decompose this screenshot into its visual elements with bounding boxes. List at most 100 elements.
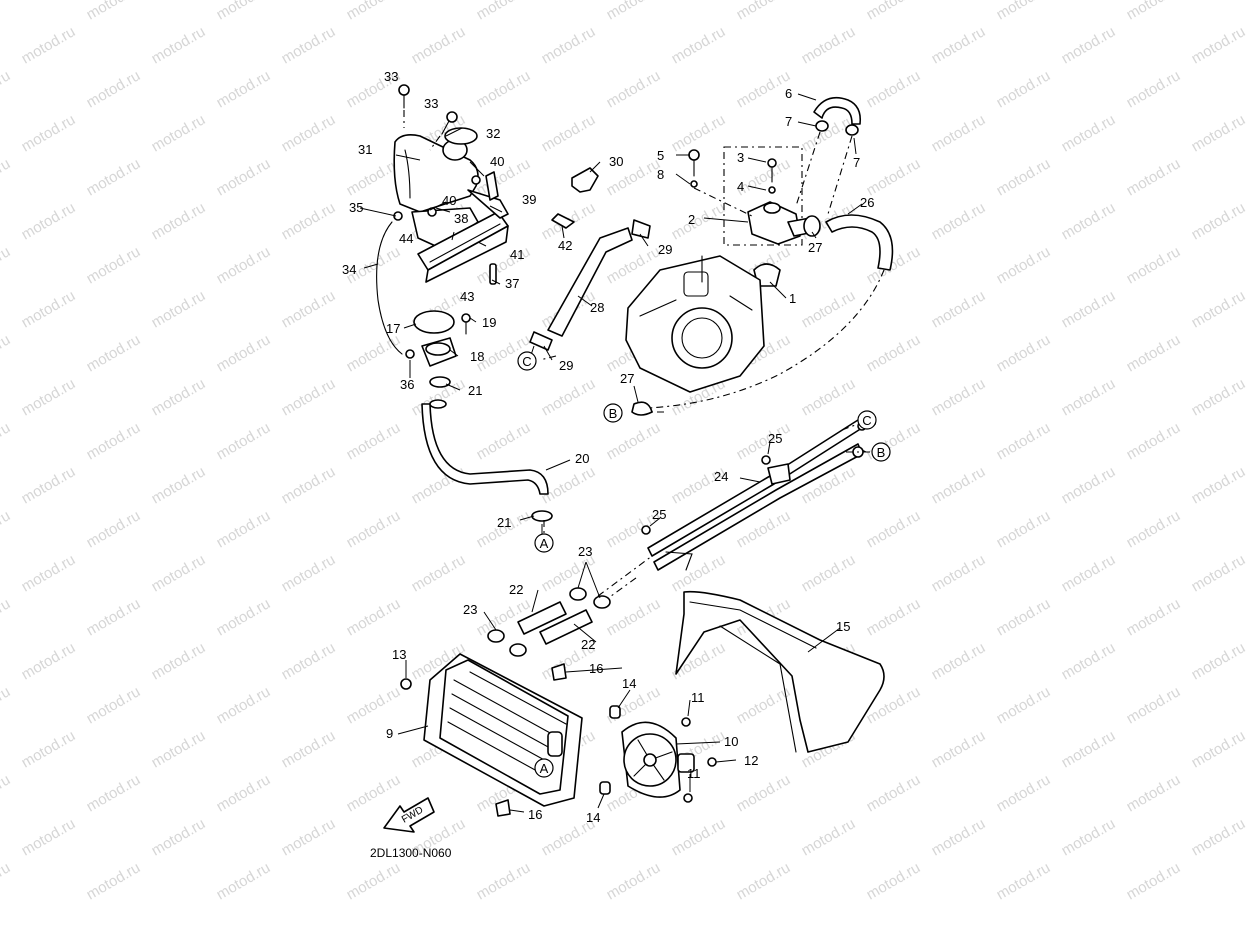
watermark-text: motod.ru	[0, 771, 13, 815]
watermark-text: motod.ru	[84, 771, 144, 815]
callout-26: 26	[860, 195, 874, 210]
watermark-text: motod.ru	[864, 859, 924, 903]
bolt-11-top	[681, 717, 691, 727]
watermark-text: motod.ru	[1059, 287, 1119, 331]
callout-27a: 27	[808, 240, 822, 255]
watermark-text: motod.ru	[149, 727, 209, 771]
callout-40a: 40	[490, 154, 504, 169]
callout-10: 10	[724, 734, 738, 749]
watermark-text: motod.ru	[669, 199, 729, 243]
watermark-text: motod.ru	[409, 463, 469, 507]
watermark-text: motod.ru	[344, 419, 404, 463]
watermark-text: motod.ru	[994, 507, 1054, 551]
watermark-text: motod.ru	[84, 595, 144, 639]
watermark-text: motod.ru	[149, 463, 209, 507]
watermark-text: motod.ru	[1189, 375, 1246, 419]
watermark-text: motod.ru	[1059, 463, 1119, 507]
callout-2: 2	[688, 212, 695, 227]
watermark-text: motod.ru	[214, 67, 274, 111]
clamp-23-d	[509, 643, 527, 657]
watermark-text: motod.ru	[149, 815, 209, 859]
watermark-text: motod.ru	[994, 683, 1054, 727]
callout-33b: 33	[424, 96, 438, 111]
watermark-text: motod.ru	[214, 771, 274, 815]
watermark-text: motod.ru	[19, 815, 79, 859]
watermark-text: motod.ru	[149, 111, 209, 155]
callout-36: 36	[400, 377, 414, 392]
watermark-text: motod.ru	[279, 815, 339, 859]
watermark-text: motod.ru	[19, 551, 79, 595]
pin-37	[489, 263, 497, 285]
watermark-text: motod.ru	[0, 243, 13, 287]
watermark-text: motod.ru	[799, 375, 859, 419]
tank-cap	[444, 127, 478, 145]
watermark-text: motod.ru	[799, 287, 859, 331]
watermark-text: motod.ru	[994, 859, 1054, 903]
watermark-text: motod.ru	[929, 111, 989, 155]
callout-41: 41	[510, 247, 524, 262]
watermark-text: motod.ru	[604, 859, 664, 903]
callout-27b: 27	[620, 371, 634, 386]
watermark-text: motod.ru	[734, 859, 794, 903]
callout-18: 18	[470, 349, 484, 364]
svg-text:A: A	[540, 536, 549, 551]
watermark-text: motod.ru	[1124, 67, 1184, 111]
tank-bracket	[417, 171, 509, 283]
watermark-text: motod.ru	[19, 375, 79, 419]
watermark-text: motod.ru	[0, 595, 13, 639]
callout-13: 13	[392, 647, 406, 662]
watermark-text: motod.ru	[214, 155, 274, 199]
callout-29b: 29	[559, 358, 573, 373]
callout-34: 34	[342, 262, 356, 277]
watermark-text: motod.ru	[929, 551, 989, 595]
watermark-text: motod.ru	[994, 771, 1054, 815]
watermark-text: motod.ru	[214, 507, 274, 551]
watermark-text: motod.ru	[1059, 375, 1119, 419]
callout-5: 5	[657, 148, 664, 163]
clamp-40	[471, 175, 481, 185]
radiator-cover	[675, 590, 885, 753]
watermark-text: motod.ru	[604, 0, 664, 23]
watermark-text: motod.ru	[84, 243, 144, 287]
watermark-text: motod.ru	[84, 419, 144, 463]
callout-29a: 29	[658, 242, 672, 257]
callout-6: 6	[785, 86, 792, 101]
watermark-text: motod.ru	[994, 243, 1054, 287]
watermark-text: motod.ru	[1189, 23, 1246, 67]
watermark-text: motod.ru	[1124, 331, 1184, 375]
watermark-text: motod.ru	[0, 155, 13, 199]
watermark-text: motod.ru	[539, 375, 599, 419]
watermark-text: motod.ru	[214, 683, 274, 727]
hose-22-upper	[517, 601, 567, 635]
callout-23b: 23	[463, 602, 477, 617]
watermark-text: motod.ru	[1124, 155, 1184, 199]
callout-22b: 22	[581, 637, 595, 652]
watermark-text: motod.ru	[84, 683, 144, 727]
callout-3: 3	[737, 150, 744, 165]
callout-16b: 16	[528, 807, 542, 822]
watermark-text: motod.ru	[409, 23, 469, 67]
clamp-bracket-30	[571, 167, 599, 193]
watermark-text: motod.ru	[1059, 815, 1119, 859]
svg-text:B: B	[609, 406, 618, 421]
watermark-text: motod.ru	[539, 111, 599, 155]
watermark-text: motod.ru	[214, 243, 274, 287]
callout-15: 15	[836, 619, 850, 634]
watermark-text: motod.ru	[1189, 463, 1246, 507]
watermark-text: motod.ru	[344, 331, 404, 375]
bolt-11-bottom	[683, 793, 693, 803]
clamp-21-top	[429, 376, 451, 388]
watermark-text: motod.ru	[994, 0, 1054, 23]
leader-lines	[359, 93, 876, 813]
watermark-text: motod.ru	[864, 243, 924, 287]
watermark-text: motod.ru	[0, 67, 13, 111]
callout-21a: 21	[468, 383, 482, 398]
callout-23a: 23	[578, 544, 592, 559]
watermark-text: motod.ru	[84, 859, 144, 903]
watermark-text: motod.ru	[344, 683, 404, 727]
grommet-16-bottom	[495, 799, 511, 817]
bolt-25-bottom	[641, 525, 651, 535]
watermark-text: motod.ru	[474, 67, 534, 111]
svg-text:C: C	[522, 354, 531, 369]
